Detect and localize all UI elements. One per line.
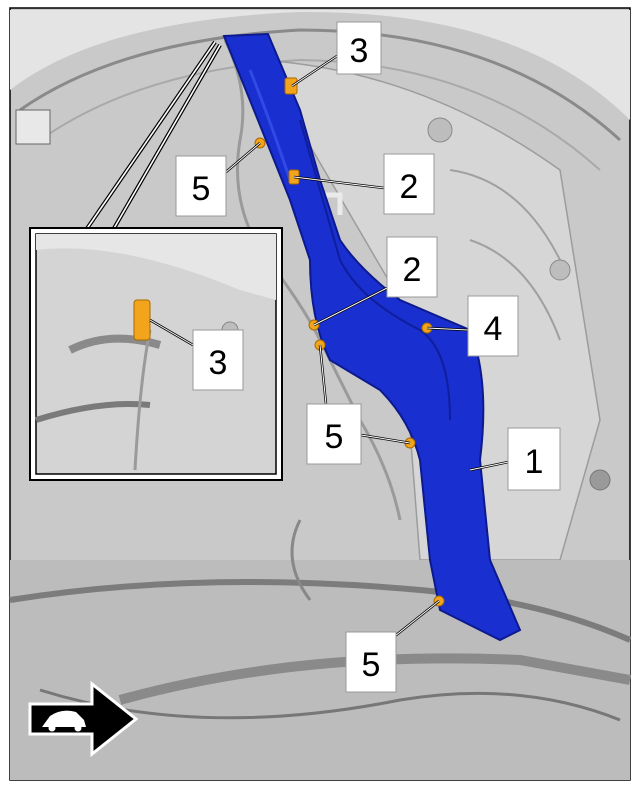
callout-1: 1 <box>507 427 561 491</box>
svg-text:4: 4 <box>484 310 503 348</box>
car-wheel-front <box>74 724 82 732</box>
panel-hole-1 <box>427 117 453 143</box>
vehicle-front-arrow-icon <box>28 680 139 758</box>
wheel-arch-outer <box>10 10 630 120</box>
inset-clip-3 <box>133 299 151 341</box>
brake-line <box>39 688 621 722</box>
callout-2-middle: 2 <box>386 236 438 298</box>
callout-3-top: 3 <box>336 21 382 75</box>
inset-bracket <box>68 334 162 354</box>
harness-wire <box>223 39 402 521</box>
callout-2-upper: 2 <box>383 153 435 215</box>
inset-wire <box>133 329 152 471</box>
suspension-member <box>9 579 632 643</box>
callout-5-middle: 5 <box>306 403 362 465</box>
callout-4: 4 <box>467 295 519 357</box>
panel-rib-1 <box>449 169 561 261</box>
leader-lines-inner <box>149 55 519 637</box>
wheel-arch-edge <box>19 28 622 142</box>
callout-5-bottom: 5 <box>345 631 397 693</box>
connector-block <box>15 109 51 145</box>
suspension-arm <box>118 653 631 705</box>
svg-text:2: 2 <box>400 168 419 206</box>
panel-hole-2 <box>549 259 571 281</box>
car-silhouette <box>42 710 86 727</box>
svg-text:1: 1 <box>525 443 544 481</box>
svg-text:3: 3 <box>350 32 369 70</box>
svg-text:2: 2 <box>403 251 422 289</box>
panel-rib-2 <box>469 239 561 341</box>
panel-hole-3 <box>589 469 611 491</box>
duct-highlight <box>248 69 292 181</box>
callout-5-upper-left: 5 <box>175 155 227 217</box>
inset-pointer-right <box>112 44 221 231</box>
callout-3-inset: 3 <box>192 329 244 391</box>
clip-3-top <box>284 77 298 95</box>
svg-text:5: 5 <box>192 170 211 208</box>
detail-inset <box>29 227 283 481</box>
wheel-arch-inner <box>39 58 601 171</box>
wire-lower <box>290 519 312 601</box>
inset-pointer-left <box>85 41 216 231</box>
car-wheel-rear <box>48 724 56 732</box>
inset-panel <box>36 234 276 300</box>
svg-text:5: 5 <box>325 418 344 456</box>
duct-ridge <box>299 119 451 421</box>
svg-text:3: 3 <box>209 344 228 382</box>
svg-text:5: 5 <box>362 646 381 684</box>
